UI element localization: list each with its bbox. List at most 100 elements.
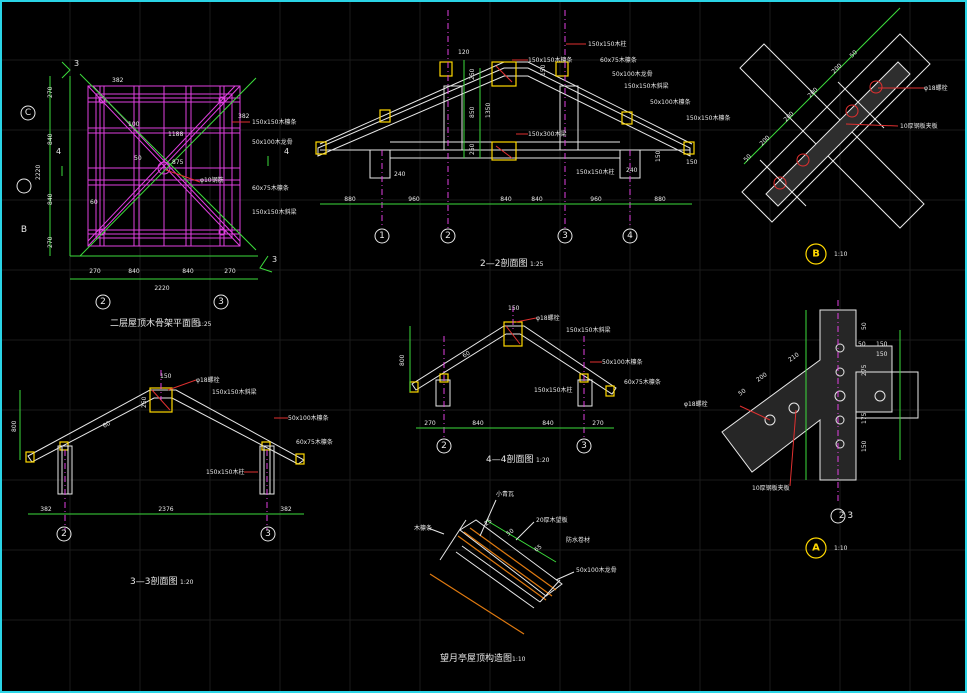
s44-inner-2: 60: [461, 350, 471, 360]
plan-view[interactable]: 270 840 840 270 2220 270 840 840 270 222…: [16, 59, 296, 329]
s44-title: 4—4剖面图: [486, 453, 533, 465]
s33-inner-2: 250: [141, 396, 148, 408]
plan-axis-2-bubble: [95, 294, 111, 310]
section-4-4[interactable]: 270 840 840 270 800 150 60 φ18螺栓 150x150…: [399, 305, 661, 465]
detaila-callout-2: 10厚钢板夹板: [752, 484, 790, 492]
s22-axis-3-bubble: [557, 228, 573, 244]
detaila-dim-1: 50: [737, 387, 747, 397]
roof-callout-2: 小青瓦: [496, 490, 514, 498]
plan-callout-3: φ10钢筋: [200, 176, 224, 184]
s22-axis-2-bubble: [440, 228, 456, 244]
s22-callout-3: 60x75木檩条: [600, 56, 637, 64]
plan-inner-dim-3: 100: [128, 121, 140, 128]
s22-callout-8: 50x100木檩条: [650, 98, 691, 106]
detailb-scale: 1:10: [834, 251, 848, 258]
detaila-scale: 1:10: [834, 545, 848, 552]
s22-axis-2: 2: [445, 231, 451, 241]
section-3-3[interactable]: 382 2376 382 800 150 250 60 φ18螺栓 150x15…: [11, 370, 333, 587]
detaila-label: A: [812, 543, 820, 554]
s22-callout-1: 150x150木柱: [588, 40, 626, 48]
s22-top-dim-10: 150: [686, 159, 698, 166]
s22-top-dim-1: 120: [458, 49, 470, 56]
plan-inner-dim-2: 382: [238, 113, 250, 120]
plan-dim-bottom-1: 270: [89, 268, 101, 275]
plan-axis-2: 2: [100, 297, 106, 307]
detaila-dim-9: 150: [861, 440, 868, 452]
s44-callout-2: 150x150木斜梁: [566, 326, 610, 334]
s33-axis-2: 2: [61, 529, 67, 539]
detaila-dim-8: 175: [861, 412, 868, 424]
plan-dim-total: 2220: [154, 285, 169, 292]
plan-inner-dim-5: 50: [134, 155, 142, 162]
plan-dim-bottom-4: 270: [224, 268, 236, 275]
roof-title: 望月亭屋顶构造图: [440, 652, 512, 664]
s22-dim-5: 960: [590, 196, 602, 203]
s22-top-dim-4: 1350: [485, 103, 492, 118]
plan-dim-left-3: 840: [47, 193, 54, 205]
roof-callout-5: 50x100木龙骨: [576, 566, 617, 574]
detail-a[interactable]: 50 200 210 50 150 150 275 175 150 50 φ18…: [684, 300, 919, 559]
s22-scale: 1:25: [530, 261, 544, 268]
s22-top-dim-5: 250: [469, 143, 476, 155]
detaila-dim-2: 200: [755, 371, 769, 383]
detailb-dim-6: 50: [848, 49, 858, 59]
s22-dim-4: 840: [531, 196, 543, 203]
detaila-dim-7: 275: [861, 364, 868, 376]
roof-scale: 1:10: [512, 656, 526, 663]
s44-axis-2-bubble: [436, 438, 452, 454]
s22-dim-3: 840: [500, 196, 512, 203]
s22-title: 2—2剖面图: [480, 257, 527, 269]
s33-title: 3—3剖面图: [130, 575, 177, 587]
detailb-callout-2: 10厚钢板夹板: [900, 122, 938, 130]
s22-top-dim-6: 150: [540, 64, 547, 76]
plan-callout-4: 60x75木檩条: [252, 184, 289, 192]
s44-dim-2: 840: [472, 420, 484, 427]
plan-dim-bottom-2: 840: [128, 268, 140, 275]
detailb-label: B: [812, 249, 820, 260]
roof-construction[interactable]: 25 50 65 木檩条 小青瓦 20厚木望板 防水卷材 50x100木龙骨 望…: [414, 490, 617, 664]
roof-dim-1: 25: [483, 517, 493, 527]
plan-dim-left-total: 2220: [35, 165, 42, 180]
plan-axis-3: 3: [218, 297, 224, 307]
s22-top-dim-2: 250: [469, 68, 476, 80]
s22-axis-4-bubble: [622, 228, 638, 244]
s44-dim-3: 840: [542, 420, 554, 427]
detaila-dim-4: 50: [858, 341, 866, 348]
s22-axis-3: 3: [562, 231, 568, 241]
plan-section-mark-3a: 3: [74, 59, 79, 68]
s33-callout-2: 150x150木斜梁: [212, 388, 256, 396]
section-2-2[interactable]: 880 960 840 840 960 880 120 250 850 1350…: [315, 10, 730, 269]
s22-callout-9: 150x150木檩条: [686, 114, 730, 122]
detaila-dim-3: 210: [787, 351, 801, 363]
s22-top-dim-9: 150: [655, 150, 662, 162]
detail-b[interactable]: 50 200 200 200 200 50 φ18螺栓 10厚钢板夹板 B 1:…: [739, 7, 948, 265]
plan-inner-dim-1: 382: [112, 77, 124, 84]
plan-scale: 1:25: [198, 321, 212, 328]
s33-callout-5: 150x150木柱: [206, 468, 244, 476]
s44-axis-2: 2: [441, 441, 447, 451]
s44-side-dim: 800: [399, 354, 406, 366]
plan-section-mark-4b: 4: [284, 147, 289, 156]
s22-callout-6: 150x300木梁: [528, 130, 566, 138]
detailb-callout-1: φ18螺栓: [924, 84, 948, 92]
plan-axis-c-bubble: [20, 105, 36, 121]
plan-section-mark-3b: 3: [272, 255, 277, 264]
s33-axis-2-bubble: [56, 526, 72, 542]
s22-dim-1: 880: [344, 196, 356, 203]
plan-dim-bottom-3: 840: [182, 268, 194, 275]
plan-inner-dim-4: 1188: [168, 131, 183, 138]
roof-dim-2: 50: [505, 527, 515, 537]
s22-top-dim-7: 240: [394, 171, 406, 178]
plan-axis-3-bubble: [213, 294, 229, 310]
plan-section-mark-4a: 4: [56, 147, 61, 156]
detailb-dim-5: 200: [830, 62, 843, 75]
plan-axis-b: B: [21, 225, 27, 235]
plan-inner-dim-7: 875: [172, 159, 184, 166]
plan-axis-c: C: [25, 108, 31, 118]
s22-callout-2: 150x150木檩条: [528, 56, 572, 64]
s33-dim-1: 382: [40, 506, 52, 513]
s33-dim-2: 2376: [158, 506, 173, 513]
